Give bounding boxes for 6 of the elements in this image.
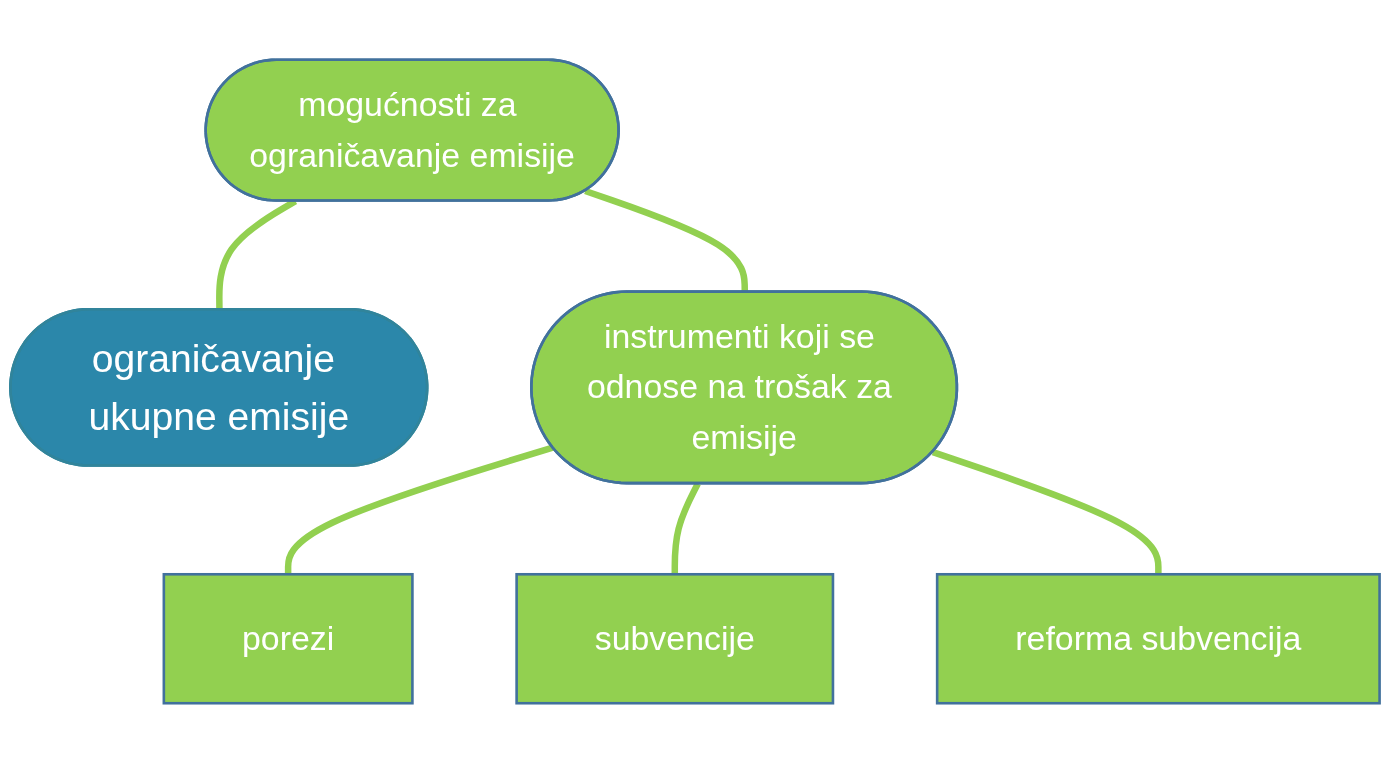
connector [584, 187, 749, 293]
connector [284, 444, 554, 575]
node-box: subvencije [515, 572, 835, 705]
node-box: porezi [162, 572, 414, 705]
connector [931, 449, 1162, 575]
node-box: reforma subvencija [935, 572, 1381, 705]
